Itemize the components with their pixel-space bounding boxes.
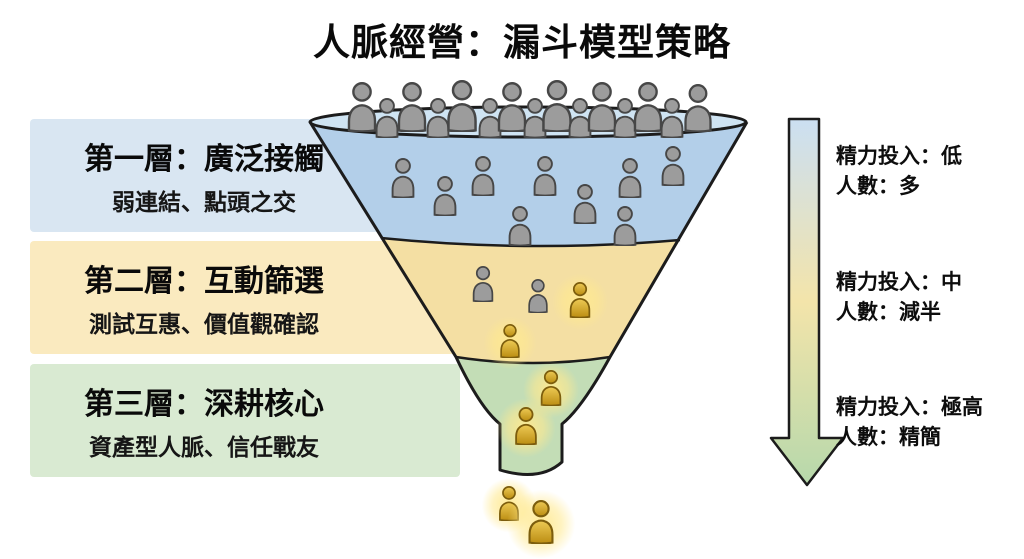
- layer3-subtext: 資產型人脈、信任戰友: [89, 434, 319, 460]
- person-glow: [496, 398, 556, 458]
- gold-person-icon: [499, 486, 519, 521]
- layer1-heading: 第一層：廣泛接觸: [84, 143, 324, 176]
- gray-person-icon: [660, 98, 684, 138]
- layer2-count-label: 人數：減半: [836, 301, 941, 324]
- layer2-band: 第二層：互動篩選 測試互惠、價值觀確認: [30, 241, 460, 354]
- person-glow: [506, 489, 576, 559]
- person-glow: [483, 316, 537, 370]
- layer1-text-block: 第一層：廣泛接觸 弱連結、點頭之交: [30, 119, 378, 232]
- gray-person-icon: [613, 206, 637, 246]
- layer1-energy-label: 精力投入：低: [836, 145, 962, 168]
- layer3-metrics: 精力投入：極高 人數：精簡: [836, 393, 983, 453]
- gray-person-icon: [471, 156, 495, 196]
- layer3-heading: 第三層：深耕核心: [84, 388, 324, 421]
- gray-person-icon: [472, 266, 494, 302]
- layer3-energy-label: 精力投入：極高: [836, 396, 983, 419]
- gray-person-icon: [528, 279, 548, 313]
- gold-person-icon: [500, 324, 520, 358]
- gray-person-icon: [508, 206, 532, 246]
- person-glow: [551, 273, 609, 330]
- layer1-metrics: 精力投入：低 人數：多: [836, 142, 962, 202]
- gray-person-icon: [618, 158, 642, 198]
- layer2-subtext: 測試互惠、價值觀確認: [89, 311, 319, 337]
- layer3-count-label: 人數：精簡: [836, 426, 941, 449]
- layer2-heading: 第二層：互動篩選: [84, 265, 324, 298]
- gold-person-icon: [569, 282, 591, 318]
- gray-person-icon: [573, 184, 597, 224]
- gold-person-icon: [528, 500, 554, 544]
- gray-person-icon: [587, 82, 617, 132]
- layer1-band: 第一層：廣泛接觸 弱連結、點頭之交: [30, 119, 460, 232]
- gold-person-icon: [515, 407, 537, 445]
- gray-person-icon: [542, 80, 572, 132]
- person-glow: [481, 477, 537, 533]
- down-arrow-icon: [769, 117, 845, 487]
- gray-person-icon: [661, 146, 685, 186]
- gray-person-icon: [684, 84, 712, 132]
- person-glow: [522, 361, 580, 418]
- layer2-text-block: 第二層：互動篩選 測試互惠、價值觀確認: [30, 241, 378, 354]
- layer2-metrics: 精力投入：中 人數：減半: [836, 268, 962, 328]
- gray-person-icon: [497, 82, 527, 132]
- layer3-band: 第三層：深耕核心 資產型人脈、信任戰友: [30, 364, 460, 477]
- gray-person-icon: [523, 98, 547, 138]
- page-title: 人脈經營：漏斗模型策略: [313, 22, 731, 63]
- layer1-count-label: 人數：多: [836, 175, 920, 198]
- gray-person-icon: [478, 98, 502, 138]
- gray-person-icon: [633, 82, 663, 132]
- layer3-text-block: 第三層：深耕核心 資產型人脈、信任戰友: [30, 364, 378, 477]
- layer1-subtext: 弱連結、點頭之交: [112, 189, 296, 215]
- layer2-energy-label: 精力投入：中: [836, 271, 962, 294]
- gold-person-icon: [540, 370, 562, 406]
- tier2-tier3-boundary: [455, 355, 611, 365]
- gray-person-icon: [533, 156, 557, 196]
- gray-person-icon: [568, 98, 592, 138]
- gray-person-icon: [613, 98, 637, 138]
